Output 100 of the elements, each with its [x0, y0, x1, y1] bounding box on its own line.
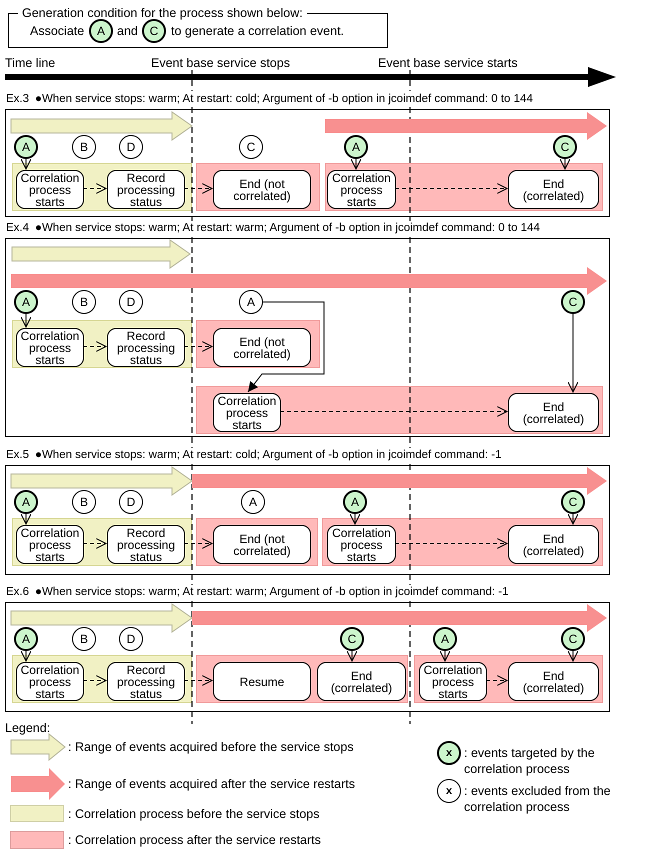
arrow: [568, 650, 578, 662]
legend-text: : Correlation process after the service restarts: [68, 833, 321, 847]
event-circle: C: [561, 627, 585, 651]
event-circle: D: [119, 290, 143, 314]
event-circle: A: [89, 19, 113, 43]
event-circle: C: [561, 290, 585, 314]
arrow: [346, 650, 358, 662]
event-circle: B: [72, 627, 96, 651]
timeline-label: Event base service stops: [151, 56, 290, 70]
event-circle: A: [14, 627, 38, 651]
event-circle: A: [343, 490, 367, 514]
arrow: [440, 650, 450, 662]
event-circle: B: [72, 135, 96, 159]
condition-text: to generate a correlation event.: [171, 24, 344, 38]
process-box: Correlation process starts: [16, 328, 84, 367]
arrow: [486, 675, 508, 686]
arrow: [184, 341, 212, 352]
process-box: Correlation process starts: [16, 525, 84, 564]
arrow: [184, 675, 212, 686]
event-circle: C: [553, 135, 577, 159]
correlation-band: [196, 655, 408, 703]
event-circle: A: [433, 627, 457, 651]
event-circle: D: [119, 627, 143, 651]
event-circle: A: [239, 290, 263, 314]
correlation-band: [196, 320, 320, 368]
correlation-band: [12, 163, 192, 211]
condition-heading: Generation condition for the process shown below:: [18, 6, 307, 20]
correlation-band: [12, 655, 192, 703]
process-box: Correlation process starts: [16, 170, 84, 209]
process-box: End (correlated): [508, 170, 599, 209]
timeline-label: Time line: [5, 56, 56, 70]
condition-text: and: [117, 24, 138, 38]
condition-text: ●When service stops: warm; At restart: cold; Argument of -b option in jcoimdef command: -1: [35, 448, 502, 462]
arrow: [394, 538, 508, 549]
arrow: [82, 538, 106, 549]
arrow: [394, 183, 508, 194]
arrow: [20, 314, 32, 328]
event-circle: A: [241, 490, 265, 514]
example-number: Ex.4: [6, 221, 30, 235]
timeline-label: Event base service starts: [378, 56, 518, 70]
event-circle: B: [72, 490, 96, 514]
arrow: [560, 158, 570, 170]
process-box: End (not correlated): [213, 525, 311, 564]
event-circle: C: [340, 627, 364, 651]
event-circle: A: [344, 135, 368, 159]
event-circle: A: [14, 135, 38, 159]
event-circle: C: [239, 135, 263, 159]
process-box: End (correlated): [508, 393, 599, 432]
arrow: [20, 158, 32, 170]
arrow: [82, 183, 106, 194]
arrow: [248, 302, 324, 392]
process-box: Correlation process starts: [327, 170, 396, 209]
process-box: Correlation process starts: [213, 393, 281, 432]
event-circle: A: [14, 490, 38, 514]
arrow: [280, 406, 508, 417]
process-box: End (not correlated): [213, 328, 311, 367]
correlation-band: [414, 655, 603, 703]
correlation-band: [12, 320, 192, 368]
event-circle: A: [14, 290, 38, 314]
correlation-band: [196, 386, 603, 434]
legend-marker: x: [437, 779, 461, 803]
arrow: [184, 183, 212, 194]
process-box: Resume: [213, 662, 311, 701]
arrow: [20, 650, 32, 662]
process-box: Record processing status: [107, 170, 185, 209]
example-number: Ex.6: [6, 585, 30, 599]
condition-text: ●When service stops: warm; At restart: warm; Argument of -b option in jcoimdef command: -1: [35, 585, 509, 599]
example-number: Ex.3: [6, 92, 30, 106]
arrow: [350, 514, 360, 524]
event-circle: C: [561, 490, 585, 514]
process-box: Correlation process starts: [419, 662, 487, 701]
legend-text: : Range of events acquired before the service stops: [68, 740, 354, 754]
legend-text: : Range of events acquired after the service restarts: [68, 777, 355, 791]
legend-heading: Legend:: [5, 721, 50, 735]
arrow: [82, 675, 106, 686]
process-box: Record processing status: [107, 328, 185, 367]
arrow: [568, 514, 578, 524]
arrow: [350, 158, 362, 170]
condition-text: ●When service stops: warm; At restart: warm; Argument of -b option in jcoimdef command: 0 to 144: [35, 221, 540, 235]
legend-text: : events excluded from the correlation process: [464, 783, 612, 815]
event-circle: D: [119, 135, 143, 159]
process-box: Record processing status: [107, 525, 185, 564]
legend-text: : events targeted by the correlation process: [464, 745, 596, 777]
correlation-band: [325, 163, 603, 211]
condition-text: Associate: [30, 24, 84, 38]
correlation-band: [322, 518, 603, 566]
process-box: End (correlated): [508, 662, 599, 701]
process-box: End (correlated): [317, 662, 406, 701]
process-box: Correlation process starts: [16, 662, 84, 701]
process-box: End (correlated): [508, 525, 599, 564]
process-box: Record processing status: [107, 662, 185, 701]
event-circle: C: [142, 19, 166, 43]
legend-marker: x: [437, 741, 461, 765]
arrow: [82, 341, 106, 352]
event-circle: D: [119, 490, 143, 514]
condition-text: ●When service stops: warm; At restart: cold; Argument of -b option in jcoimdef command: 0 to 144: [35, 92, 533, 106]
example-number: Ex.5: [6, 448, 30, 462]
correlation-band: [196, 518, 318, 566]
correlation-band: [196, 163, 320, 211]
arrow: [184, 538, 212, 549]
